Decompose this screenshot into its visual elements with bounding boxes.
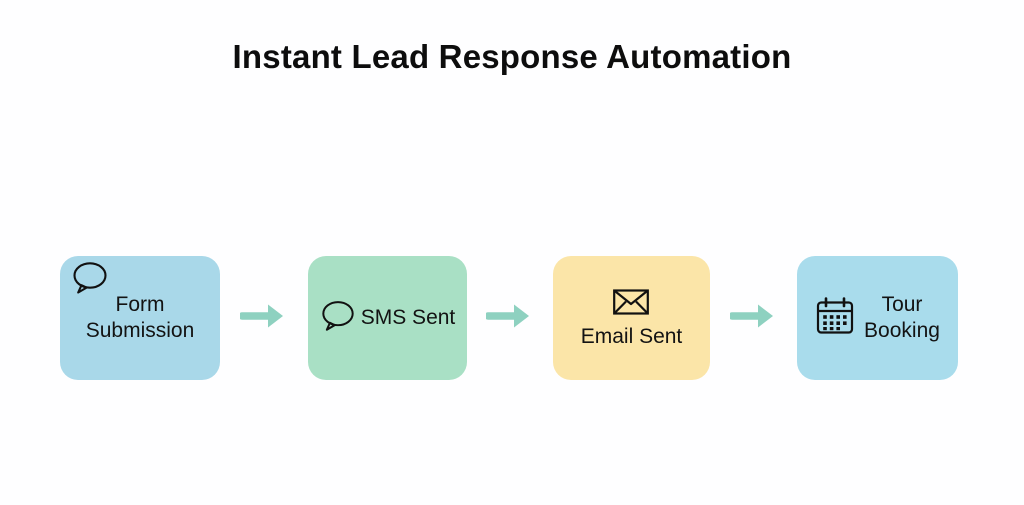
flow-node-sms-sent[interactable]: SMS Sent bbox=[308, 256, 467, 380]
arrow-right-icon bbox=[238, 301, 288, 336]
flow-node-tour-booking[interactable]: Tour Booking bbox=[797, 256, 958, 380]
arrow-right-icon bbox=[727, 301, 778, 336]
flow-node-label: Email Sent bbox=[580, 324, 683, 348]
flow-node-label: Form Submission bbox=[85, 293, 195, 342]
envelope-icon bbox=[612, 287, 650, 322]
speech-bubble-icon bbox=[71, 261, 109, 300]
page-title: Instant Lead Response Automation bbox=[232, 38, 792, 75]
flow-node-form-submission[interactable]: Form Submission bbox=[60, 256, 220, 380]
flowchart-row: Form Submission SMS Sent bbox=[60, 256, 960, 380]
flow-node-label: Tour Booking bbox=[864, 293, 940, 342]
calendar-icon bbox=[815, 296, 855, 341]
flow-node-label: SMS Sent bbox=[360, 306, 456, 330]
connector-2 bbox=[467, 256, 553, 380]
connector-1 bbox=[220, 256, 308, 380]
connector-3 bbox=[710, 256, 797, 380]
arrow-right-icon bbox=[484, 301, 534, 336]
flow-node-email-sent[interactable]: Email Sent bbox=[553, 256, 710, 380]
speech-bubble-icon bbox=[320, 299, 356, 338]
